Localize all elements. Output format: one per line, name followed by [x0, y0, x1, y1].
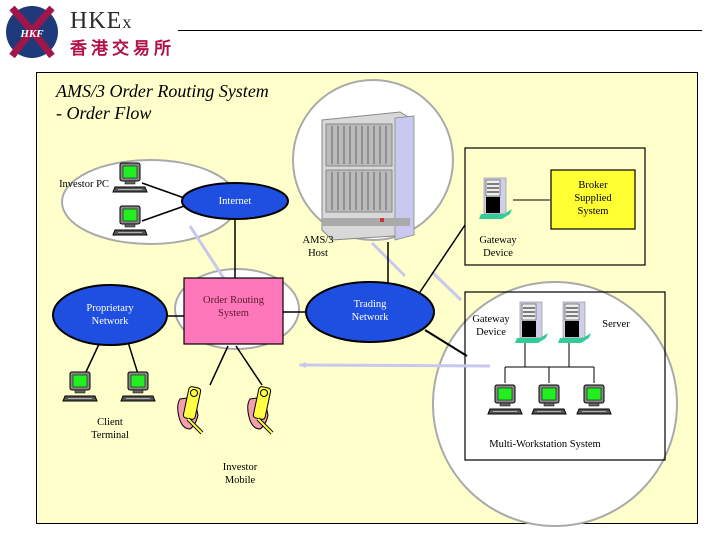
- lan-lines: [504, 343, 595, 383]
- flow-arrow-return: [299, 363, 491, 368]
- client-terminal-icon: [120, 371, 156, 402]
- internet-node: [181, 182, 289, 220]
- brand-suffix: x: [122, 12, 133, 32]
- hkex-emblem-icon: HKF: [6, 5, 58, 59]
- broker-supplied-system-label: Broker Supplied System: [551, 179, 635, 218]
- brand-chinese: 香港交易所: [70, 39, 175, 59]
- hkex-logo: HKF HKEx 香港交易所: [0, 0, 240, 60]
- investor-mobile-label-line: Investor: [222, 462, 258, 473]
- internet-label: Internet: [218, 196, 252, 207]
- client-terminal-label-line: Client: [97, 417, 123, 428]
- investor-mobile-icon: [175, 384, 204, 435]
- mws-gateway-label-line: Gateway: [472, 314, 510, 325]
- broker-label-line: Broker: [578, 180, 608, 191]
- header-rule: [178, 30, 702, 31]
- ams3-host-label-line: Host: [308, 248, 328, 259]
- trading-label-line: Network: [351, 312, 389, 323]
- multi-workstation-label: Multi-Workstation System: [489, 439, 601, 450]
- broker-label-line: System: [577, 206, 609, 217]
- broker-supplied-system-node: [550, 169, 636, 230]
- mws-gateway-device-label: Gateway Device: [466, 313, 516, 339]
- gateway-device-label: Gateway Device: [470, 234, 526, 260]
- order-routing-system-label: Order Routing System: [184, 294, 283, 320]
- trading-network-node: [305, 281, 435, 343]
- gateway-device-label-line: Device: [483, 248, 513, 259]
- ams3-host-label: AMS/3 Host: [290, 234, 346, 260]
- brand-main: HKE: [70, 8, 123, 34]
- server-label: Server: [602, 319, 630, 330]
- proprietary-label-line: Network: [91, 316, 129, 327]
- investor-pc-label: Investor PC: [59, 179, 109, 190]
- title-line-1: AMS/3 Order Routing System: [56, 81, 269, 101]
- investor-mobile-label-line: Mobile: [224, 475, 256, 486]
- trading-network-label: Trading Network: [330, 298, 410, 324]
- emblem-text: HKF: [19, 28, 44, 40]
- multi-workstation-box: [464, 291, 666, 461]
- proprietary-label-line: Proprietary: [86, 303, 134, 314]
- order-routing-label-line: Order Routing: [203, 295, 264, 306]
- slide-title: AMS/3 Order Routing System - Order Flow: [56, 80, 269, 124]
- ams3-host-label-line: AMS/3: [302, 235, 334, 246]
- gateway-device-label-line: Gateway: [479, 235, 517, 246]
- proprietary-network-label: Proprietary Network: [70, 302, 150, 328]
- client-terminal-label-line: Terminal: [91, 430, 129, 441]
- ams3-host-icon: [321, 111, 415, 241]
- order-routing-system-node: [183, 277, 284, 345]
- trading-label-line: Trading: [353, 299, 387, 310]
- client-terminal-label: Client Terminal: [80, 416, 140, 442]
- order-routing-label-line: System: [218, 308, 249, 319]
- title-line-2: - Order Flow: [56, 103, 152, 123]
- mws-gateway-label-line: Device: [476, 327, 506, 338]
- proprietary-network-node: [52, 284, 168, 346]
- multi-workstation-group: [432, 281, 678, 527]
- investor-mobile-icon: [245, 384, 274, 435]
- client-terminal-icon: [62, 371, 98, 402]
- investor-mobile-label: Investor Mobile: [210, 461, 270, 487]
- broker-label-line: Supplied: [574, 193, 612, 204]
- brand-name: HKEx: [70, 8, 132, 35]
- flow-arrow-gateway: [430, 270, 463, 302]
